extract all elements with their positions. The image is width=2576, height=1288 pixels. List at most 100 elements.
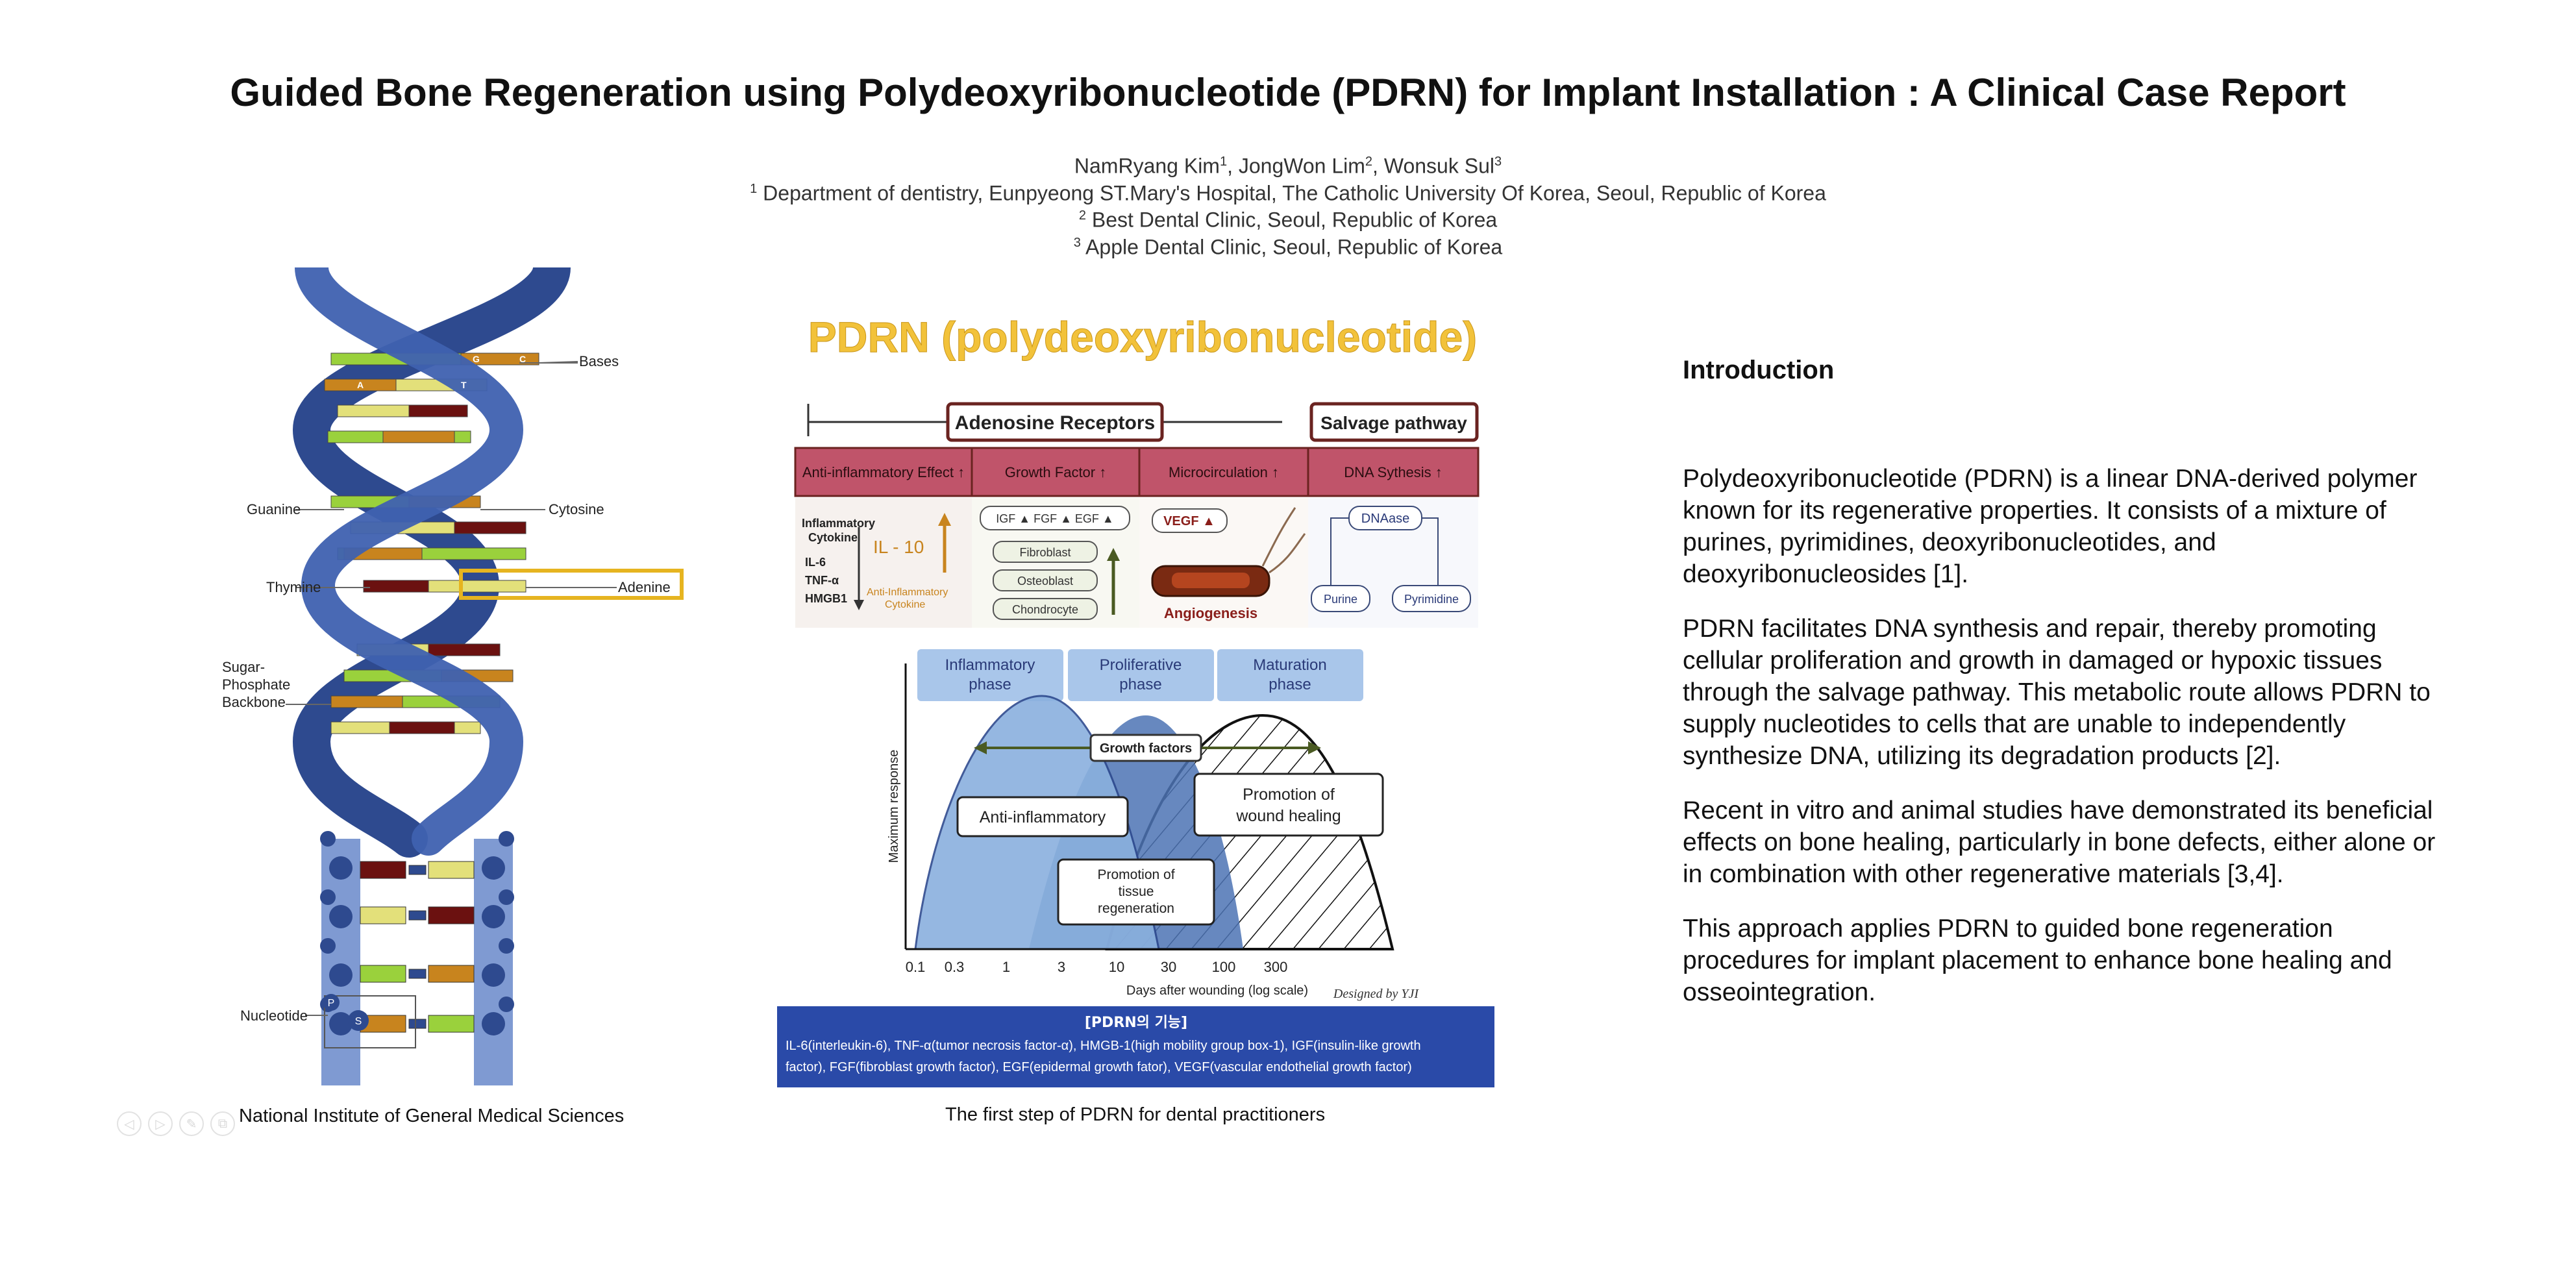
intro-paragraph-2: PDRN facilitates DNA synthesis and repai… xyxy=(1683,615,2431,770)
effect-dna-synthesis: DNA Sythesis ↑ xyxy=(1344,464,1443,480)
label-bases: Bases xyxy=(579,353,619,369)
svg-text:Adenosine Receptors: Adenosine Receptors xyxy=(955,412,1155,434)
svg-text:C: C xyxy=(519,354,526,364)
introduction-heading: Introduction xyxy=(1683,356,1835,384)
svg-text:T: T xyxy=(461,380,467,390)
pdrn-figure: PDRN (polydeoxyribonucleotide) Adenosine… xyxy=(777,313,1494,1087)
author-names: NamRyang Kim1, JongWon Lim2, Wonsuk Sul3 xyxy=(1074,154,1502,178)
base-pairs xyxy=(324,353,539,734)
pdrn-figure-caption: The first step of PDRN for dental practi… xyxy=(945,1104,1326,1125)
label-thymine: Thymine xyxy=(266,579,321,595)
svg-text:A: A xyxy=(357,380,364,390)
svg-text:VEGF ▲: VEGF ▲ xyxy=(1163,514,1215,528)
label-backbone-1: Sugar- xyxy=(222,659,265,675)
svg-text:regeneration: regeneration xyxy=(1098,901,1174,916)
svg-text:Purine: Purine xyxy=(1324,593,1357,606)
label-cytosine: Cytosine xyxy=(549,501,604,517)
slide-controls: ◁ ▷ ✎ ⧉ xyxy=(117,1111,235,1136)
designed-by: Designed by YJI xyxy=(1333,987,1419,1001)
phase-proliferative-2: phase xyxy=(1119,676,1161,693)
svg-text:HMGB1: HMGB1 xyxy=(805,592,847,605)
copy-icon[interactable]: ⧉ xyxy=(210,1111,235,1136)
pen-icon[interactable]: ✎ xyxy=(179,1111,204,1136)
nucleotide-box xyxy=(324,995,416,1048)
affiliation-3: 3 Apple Dental Clinic, Seoul, Republic o… xyxy=(1073,235,1503,259)
svg-text:wound healing: wound healing xyxy=(1235,807,1341,825)
affiliation-2: 2 Best Dental Clinic, Seoul, Republic of… xyxy=(1078,208,1498,232)
label-adenine: Adenine xyxy=(618,579,671,595)
backbone-right xyxy=(474,839,513,1085)
phase-inflammatory-1: Inflammatory xyxy=(945,656,1035,674)
svg-text:IL-6: IL-6 xyxy=(805,556,826,569)
prev-slide-icon[interactable]: ◁ xyxy=(117,1111,142,1136)
label-guanine: Guanine xyxy=(247,501,301,517)
ladder-nodes xyxy=(320,831,514,1035)
intro-paragraph-1: Polydeoxyribonucleotide (PDRN) is a line… xyxy=(1683,465,2418,588)
svg-text:[PDRN의 기능]: [PDRN의 기능] xyxy=(1085,1015,1187,1031)
svg-text:Osteoblast: Osteoblast xyxy=(1017,575,1073,588)
svg-text:Inflammatory: Inflammatory xyxy=(802,517,875,530)
phase-proliferative-1: Proliferative xyxy=(1100,656,1182,674)
phase-inflammatory-2: phase xyxy=(969,676,1011,693)
poster-title: Guided Bone Regeneration using Polydeoxy… xyxy=(230,71,2346,114)
x-axis-label: Days after wounding (log scale) xyxy=(1126,984,1308,998)
adenosine-receptors-box xyxy=(946,402,1164,442)
base-letters: G C A T xyxy=(357,354,526,390)
effect-growth-factor: Growth Factor ↑ xyxy=(1005,464,1106,480)
x-ticks: 0.1 0.3 1 3 10 30 100 300 xyxy=(906,959,1288,975)
svg-text:0.3: 0.3 xyxy=(945,959,965,975)
adenine-highlight xyxy=(459,569,684,600)
svg-text:Salvage pathway: Salvage pathway xyxy=(1320,413,1467,433)
svg-text:Promotion of: Promotion of xyxy=(1097,867,1174,882)
svg-text:factor), FGF(fibroblast growth: factor), FGF(fibroblast growth factor), … xyxy=(786,1060,1412,1074)
label-backbone-2: Phosphate xyxy=(222,676,290,693)
svg-text:G: G xyxy=(473,354,480,364)
svg-text:300: 300 xyxy=(1264,959,1288,975)
svg-text:tissue: tissue xyxy=(1119,884,1154,899)
svg-text:Cytokine: Cytokine xyxy=(808,531,858,544)
salvage-pathway-box xyxy=(1309,402,1479,442)
svg-text:10: 10 xyxy=(1109,959,1124,975)
svg-text:DNAase: DNAase xyxy=(1361,512,1409,526)
svg-text:3: 3 xyxy=(1058,959,1065,975)
svg-text:Anti-inflammatory: Anti-inflammatory xyxy=(980,808,1106,826)
svg-text:Growth factors: Growth factors xyxy=(1100,741,1192,756)
svg-text:TNF-α: TNF-α xyxy=(805,574,839,587)
dna-figure-caption: National Institute of General Medical Sc… xyxy=(239,1106,625,1126)
backbone-left xyxy=(321,839,360,1085)
label-nucleotide: Nucleotide xyxy=(240,1008,308,1024)
dna-strand-front xyxy=(295,267,524,856)
svg-text:S: S xyxy=(355,1016,362,1027)
dna-helix-figure: P S G C A T Bases Guanine Cytosine Thymine… xyxy=(222,267,684,1085)
svg-text:0.1: 0.1 xyxy=(906,959,926,975)
svg-text:IL - 10: IL - 10 xyxy=(873,537,924,557)
introduction-section: Introduction Polydeoxyribonucleotide (PD… xyxy=(1683,356,2442,1031)
svg-text:Pyrimidine: Pyrimidine xyxy=(1404,593,1459,606)
effects-row: Anti-inflammatory Effect ↑ Growth Factor… xyxy=(794,447,1480,497)
effect-anti-inflammatory: Anti-inflammatory Effect ↑ xyxy=(802,464,965,480)
pdrn-title: PDRN (polydeoxyribonucleotide) xyxy=(808,313,1477,361)
effect-microcirculation: Microcirculation ↑ xyxy=(1169,464,1279,480)
function-legend-bar xyxy=(777,1006,1494,1087)
svg-text:Chondrocyte: Chondrocyte xyxy=(1012,603,1078,616)
svg-text:Cytokine: Cytokine xyxy=(885,599,925,610)
svg-text:30: 30 xyxy=(1161,959,1176,975)
phase-maturation-1: Maturation xyxy=(1253,656,1326,674)
label-backbone-3: Backbone xyxy=(222,694,286,710)
svg-text:P: P xyxy=(328,998,335,1009)
intro-paragraph-3: Recent in vitro and animal studies have … xyxy=(1683,797,2436,888)
ladder-rungs xyxy=(360,861,475,1033)
affiliation-1: 1 Department of dentistry, Eunpyeong ST.… xyxy=(750,181,1826,205)
svg-text:IL-6(interleukin-6), TNF-α(tum: IL-6(interleukin-6), TNF-α(tumor necrosi… xyxy=(786,1039,1421,1053)
phase-maturation-2: phase xyxy=(1269,676,1311,693)
author-block: NamRyang Kim1, JongWon Lim2, Wonsuk Sul3… xyxy=(0,151,2576,259)
intro-paragraph-4: This approach applies PDRN to guided bon… xyxy=(1683,915,2392,1006)
svg-text:1: 1 xyxy=(1002,959,1010,975)
svg-text:IGF ▲ FGF ▲ EGF ▲: IGF ▲ FGF ▲ EGF ▲ xyxy=(996,512,1113,525)
svg-text:Promotion of: Promotion of xyxy=(1243,786,1335,804)
svg-text:Fibroblast: Fibroblast xyxy=(1019,546,1071,559)
svg-text:100: 100 xyxy=(1212,959,1236,975)
next-slide-icon[interactable]: ▷ xyxy=(148,1111,173,1136)
y-axis-label: Maximum response xyxy=(887,750,901,863)
svg-text:Anti-Inflammatory: Anti-Inflammatory xyxy=(867,587,948,598)
